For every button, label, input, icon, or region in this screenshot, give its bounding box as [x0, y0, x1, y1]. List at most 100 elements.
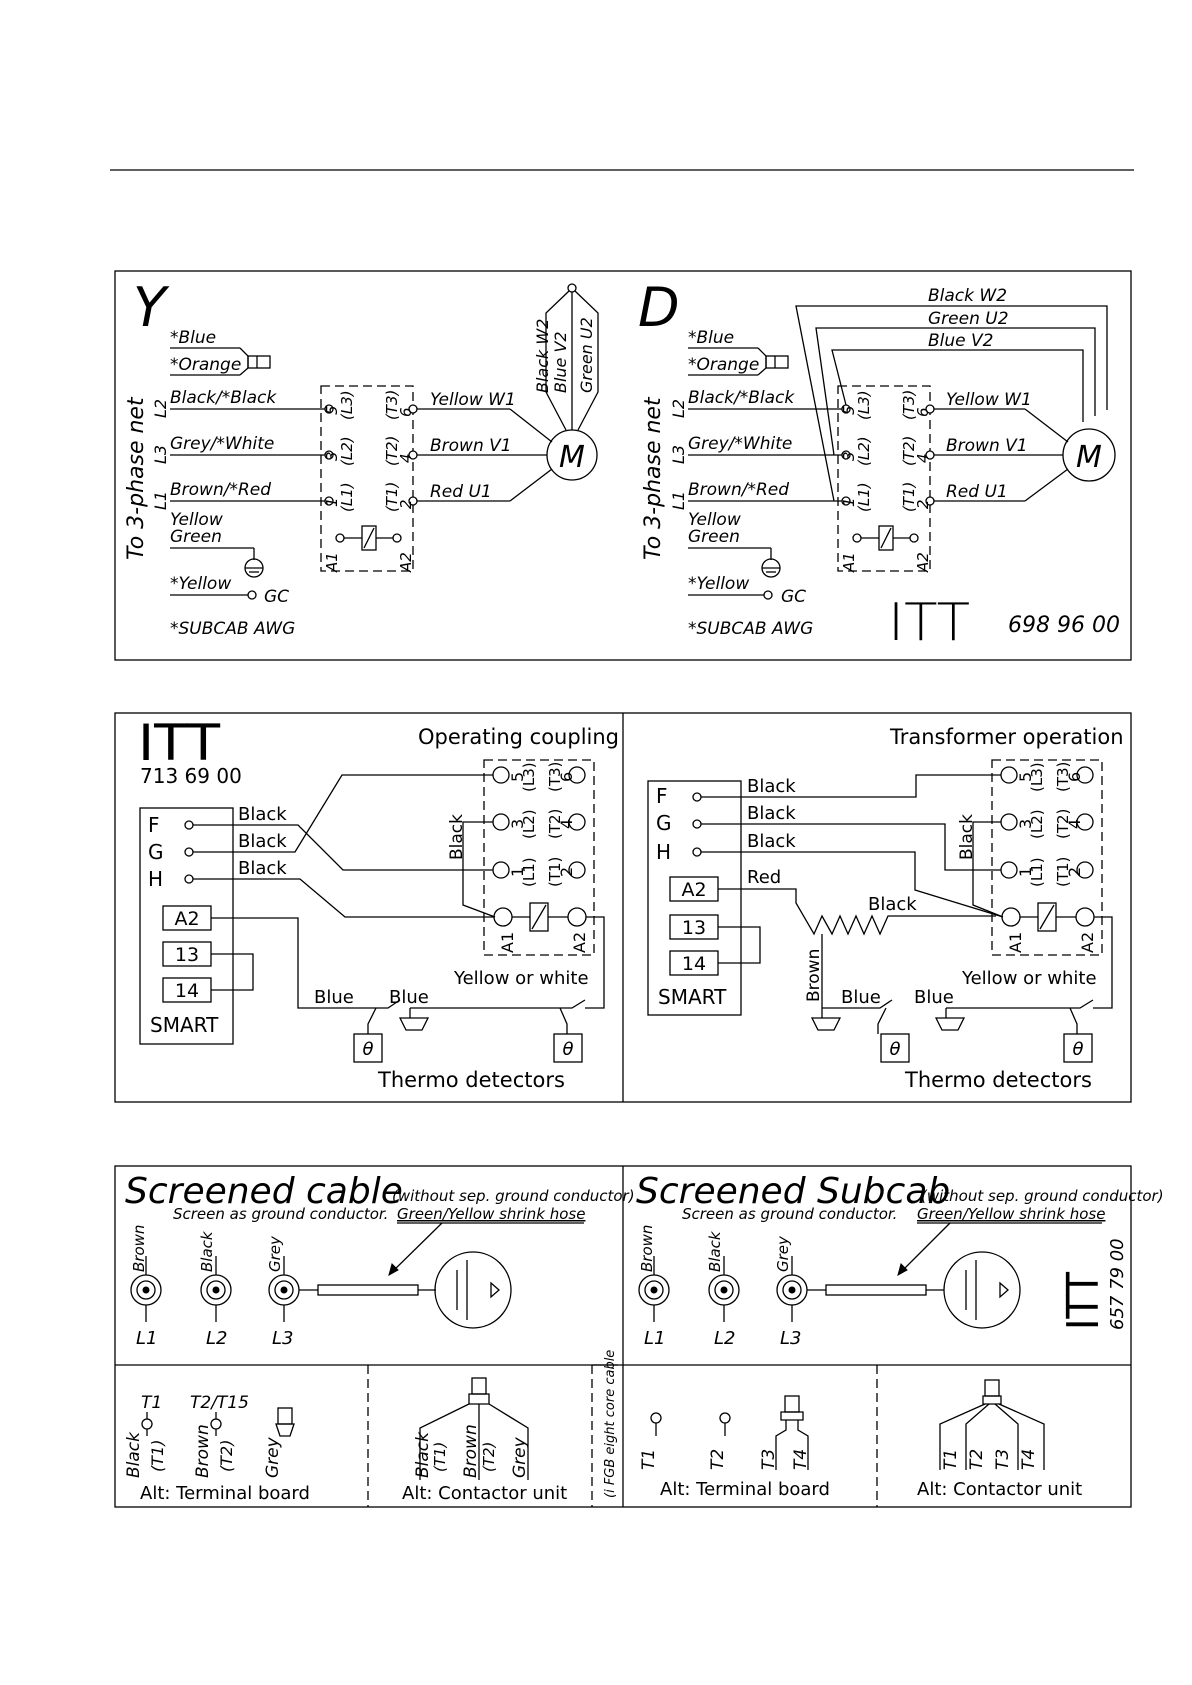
svg-text:4: 4: [1065, 819, 1084, 829]
svg-text:Screen as ground conductor.: Screen as ground conductor.: [682, 1205, 897, 1223]
svg-text:Blue: Blue: [841, 987, 881, 1008]
svg-text:(L3): (L3): [338, 390, 356, 420]
svg-text:Grey: Grey: [266, 1235, 284, 1272]
svg-text:Green/Yellow shrink hose: Green/Yellow shrink hose: [917, 1205, 1105, 1223]
svg-text:Blue: Blue: [314, 987, 354, 1008]
svg-text:Alt: Terminal board: Alt: Terminal board: [660, 1479, 830, 1500]
svg-text:Blue: Blue: [914, 987, 954, 1008]
l2-label: L2: [151, 399, 170, 418]
svg-text:M: M: [559, 440, 585, 475]
svg-text:(T3): (T3): [1054, 762, 1072, 792]
svg-text:1: 1: [508, 867, 527, 877]
thermo-switch-1: [372, 999, 401, 1009]
svg-text:Black: Black: [747, 776, 796, 797]
svg-text:(L3): (L3): [1028, 762, 1046, 792]
blue-v2-label-d: Blue V2: [928, 331, 993, 351]
transformer-operation-title: Transformer operation: [889, 725, 1124, 749]
shrink-connector-icon: [247, 355, 271, 369]
svg-text:L1: L1: [136, 1328, 157, 1349]
screened-cable-title: Screened cable: [125, 1171, 403, 1212]
svg-text:T4: T4: [791, 1449, 811, 1470]
svg-text:Brown: Brown: [804, 949, 824, 1002]
svg-text:Brown: Brown: [130, 1225, 148, 1272]
svg-text:Brown: Brown: [193, 1424, 213, 1478]
contactor-box: [837, 385, 931, 572]
shrink-hose-icon: [825, 1284, 927, 1296]
svg-text:Black: Black: [868, 894, 917, 915]
svg-text:5: 5: [840, 405, 858, 415]
svg-text:Black: Black: [238, 804, 287, 825]
svg-text:(L1): (L1): [520, 857, 538, 887]
blue-v2-label: Blue V2: [551, 331, 570, 393]
shrink-connector-icon: [765, 355, 789, 369]
svg-text:Brown: Brown: [638, 1225, 656, 1272]
svg-text:(without sep. ground conductor: (without sep. ground conductor): [392, 1187, 635, 1205]
svg-text:L1: L1: [669, 491, 688, 510]
svg-text:F: F: [148, 813, 160, 837]
svg-text:*SUBCAB AWG: *SUBCAB AWG: [688, 619, 813, 639]
svg-text:Grey/*White: Grey/*White: [688, 434, 792, 454]
coil-icon: [1037, 902, 1057, 932]
svg-text:T3: T3: [759, 1449, 779, 1470]
screened-cable-diagram: Screened cable (without sep. ground cond…: [124, 1171, 635, 1507]
thermo-detector-icon: [553, 1033, 583, 1063]
yellow-or-white-label: Yellow or white: [453, 968, 589, 989]
svg-text:Yellow: Yellow: [688, 510, 741, 530]
green-label: Green: [170, 527, 222, 547]
svg-text:L2: L2: [206, 1328, 227, 1349]
svg-text:Black: Black: [706, 1230, 724, 1272]
svg-text:Green/Yellow shrink hose: Green/Yellow shrink hose: [397, 1205, 585, 1223]
svg-text:(T1): (T1): [546, 857, 564, 887]
l3-label: L3: [151, 445, 170, 464]
svg-text:3: 3: [1016, 819, 1035, 829]
operating-coupling-title: Operating coupling: [418, 725, 619, 749]
gc-label: GC: [264, 587, 289, 607]
svg-text:4: 4: [557, 819, 576, 829]
thermo-detector-icon: [1063, 1033, 1093, 1063]
subcab-label: *SUBCAB AWG: [170, 619, 295, 639]
green-u2-label-d: Green U2: [928, 309, 1009, 329]
svg-text:H: H: [148, 867, 163, 891]
svg-text:Black: Black: [447, 814, 467, 860]
svg-text:A2: A2: [397, 552, 415, 573]
svg-text:T4: T4: [1019, 1449, 1039, 1470]
svg-text:Black: Black: [747, 803, 796, 824]
svg-text:6: 6: [397, 407, 415, 417]
svg-text:3: 3: [840, 451, 858, 461]
connector-plug-icon: [398, 1008, 430, 1031]
svg-text:Screen as ground conductor.: Screen as ground conductor.: [173, 1205, 388, 1223]
doc-code: 713 69 00: [140, 764, 242, 788]
star-connection-diagram: Y To 3-phase net *Blue *Orange L2 L3 L1 …: [124, 276, 599, 639]
svg-text:G: G: [656, 811, 672, 835]
svg-text:Grey: Grey: [263, 1436, 283, 1478]
svg-text:G: G: [148, 840, 164, 864]
svg-text:2: 2: [557, 867, 576, 877]
star-yellow-label: *Yellow: [170, 574, 231, 594]
contactor-box: [483, 759, 595, 956]
wire-brown-label: Brown/*Red: [170, 480, 271, 500]
svg-text:6: 6: [1065, 772, 1084, 782]
coil-icon: [878, 525, 894, 551]
svg-text:(L1): (L1): [1028, 857, 1046, 887]
svg-text:A1: A1: [840, 552, 858, 573]
svg-text:L2: L2: [714, 1328, 735, 1349]
svg-text:F: F: [656, 784, 668, 808]
wire-black-label: Black/*Black: [170, 388, 277, 408]
svg-text:Alt: Contactor unit: Alt: Contactor unit: [917, 1479, 1082, 1500]
star-symbol: Y: [133, 276, 170, 339]
svg-text:(L2): (L2): [1028, 809, 1046, 839]
alt-contactor-unit-label: Alt: Contactor unit: [402, 1483, 567, 1504]
svg-text:(L2): (L2): [855, 436, 873, 466]
to-3-phase-net-label-d: To 3-phase net: [641, 396, 666, 560]
svg-text:13: 13: [175, 944, 199, 966]
svg-text:(T1): (T1): [431, 1442, 449, 1472]
svg-text:Black/*Black: Black/*Black: [688, 388, 795, 408]
svg-text:A2: A2: [570, 932, 589, 953]
thermo-detector-icon: [880, 1033, 910, 1063]
svg-text:Thermo detectors: Thermo detectors: [904, 1068, 1092, 1092]
plug-icon: [984, 1379, 1000, 1397]
svg-text:6: 6: [557, 772, 576, 782]
svg-text:6: 6: [914, 407, 932, 417]
svg-text:SMART: SMART: [658, 985, 727, 1009]
